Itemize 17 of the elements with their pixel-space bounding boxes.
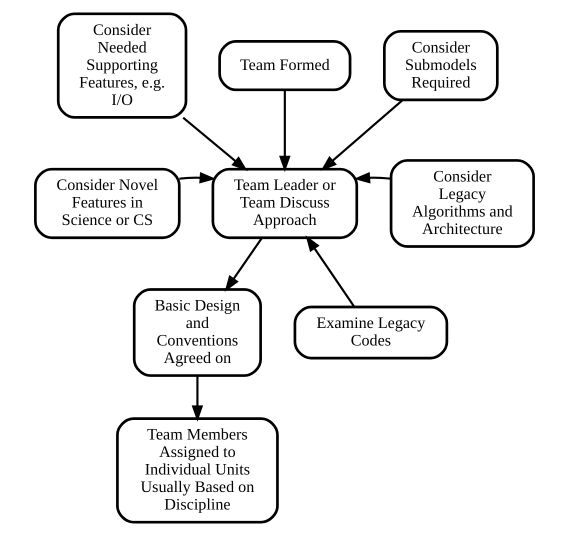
- node-box: Team Leader or Team Discuss Approach: [212, 168, 358, 240]
- node-box: Team Formed: [218, 40, 352, 92]
- node-box: Team Members Assigned to Individual Units Usually Based on Discipline: [116, 417, 279, 524]
- arrow: [354, 172, 391, 184]
- node-box: Consider Novel Features in Science or CS: [34, 168, 181, 240]
- node-box: Basic Design and Conventions Agreed on: [132, 288, 262, 377]
- arrow: [179, 172, 216, 184]
- node-box: Examine Legacy Codes: [294, 306, 448, 360]
- arrow: [224, 237, 263, 292]
- arrow: [279, 90, 291, 172]
- arrow: [192, 376, 204, 422]
- arrow: [306, 235, 356, 308]
- arrow: [320, 99, 404, 172]
- node-box: Consider Legacy Algorithms and Architecture: [390, 159, 535, 248]
- node-box: Consider Needed Supporting Features, e.g. I/O: [56, 12, 188, 119]
- node-box: Consider Submodels Required: [383, 30, 499, 102]
- arrow: [182, 116, 248, 172]
